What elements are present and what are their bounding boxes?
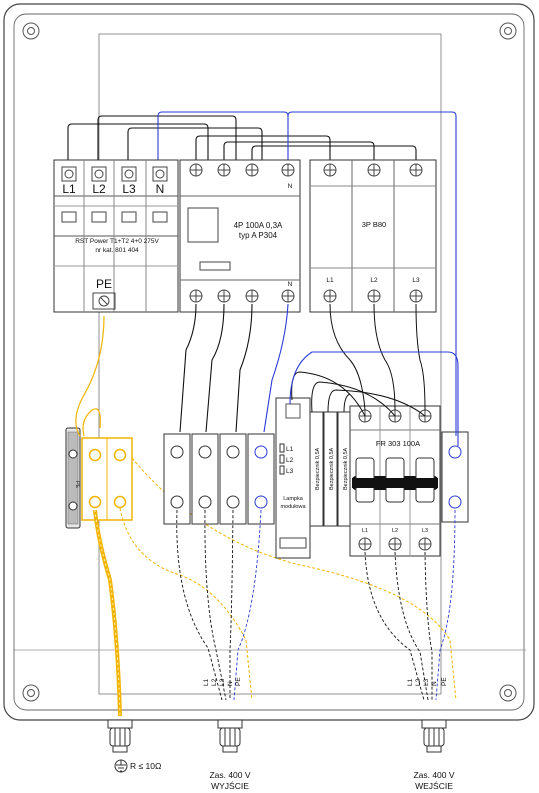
input-cable-wires [364, 551, 433, 701]
input-wire-labels: L1 L2 L3 N PE [407, 677, 448, 686]
rcd-neutral-out [263, 303, 289, 433]
output-wire-labels: L1 L2 L3 N PE [203, 677, 242, 686]
output-caption-title: WYJŚCIE [211, 780, 249, 791]
output-terminal-blocks [163, 433, 275, 525]
svg-text:L2: L2 [286, 457, 294, 464]
pe-bar: PE [65, 427, 133, 529]
input-caption-title: WEJŚCIE [415, 780, 453, 791]
enclosure [3, 3, 535, 721]
top-neutral-wiring [157, 111, 457, 172]
lamp-label-2: modułowa [280, 504, 306, 510]
earth-wire-hatch [94, 509, 121, 717]
rcd-n-top: N [288, 183, 293, 190]
top-phase-wiring [67, 115, 417, 162]
spd-pe-label: PE [96, 277, 112, 291]
output-caption-voltage: Zas. 400 V [209, 770, 250, 780]
breaker-3p-terminal-l1: L1 [326, 277, 334, 284]
output-cable-wires [176, 509, 234, 701]
cable-gland-input [421, 719, 447, 753]
indicator-lamp-module: L1 L2 L3 Lampka modułowa [275, 397, 311, 559]
svg-text:L3: L3 [286, 468, 294, 475]
breaker-3p-label: 3P B80 [362, 220, 386, 229]
rcd-breaker: N N 4P 100A 0,3A typ A P304 [179, 159, 301, 313]
spd-catalog-label: nr kat. 801 404 [95, 247, 139, 254]
input-wire-l1: L1 [407, 678, 414, 686]
pe-dashed-wiring [119, 457, 457, 701]
output-wire-l1: L1 [203, 678, 210, 686]
neutral-loop [289, 351, 459, 446]
fr-internal-wiring [291, 303, 426, 417]
breaker-3p-b80: 3P B80 L1 L2 L3 [309, 159, 437, 313]
input-wire-l3: L3 [423, 678, 430, 686]
spd-model-label: RST Power T1+T2 4+0 275V [75, 238, 159, 245]
rcd-rating-label: 4P 100A 0,3A [234, 221, 283, 230]
fr303-terminal-l2: L2 [392, 528, 398, 534]
input-wire-l2: L2 [415, 678, 422, 686]
input-caption-voltage: Zas. 400 V [413, 770, 454, 780]
pe-bar-label: PE [74, 481, 80, 489]
input-wire-n: N [431, 681, 438, 686]
rcd-screws [189, 163, 295, 303]
spd-terminal-l3: L3 [122, 182, 136, 196]
input-cable-neutral [435, 509, 456, 701]
fr303-terminal-l1: L1 [362, 528, 368, 534]
input-neutral-terminal [441, 431, 469, 523]
lamp-indicator-l3: L3 [279, 465, 294, 475]
lamp-label-1: Lampka [283, 496, 304, 502]
output-wire-l3: L3 [219, 678, 226, 686]
surge-protector: L1 L2 L3 N RST Power T1+T2 4+0 275V nr k… [53, 159, 179, 313]
breaker-3p-terminal-l3: L3 [412, 277, 420, 284]
output-cable-neutral [233, 509, 262, 701]
fuse-3-label: Bezpiecznik 0,5A [343, 447, 349, 490]
earth-symbol-icon [114, 759, 128, 773]
fuse-holders: Bezpiecznik 0,5A Bezpiecznik 0,5A Bezpie… [309, 411, 352, 527]
spd-terminal-l2: L2 [92, 182, 106, 196]
cable-gland-earth [107, 719, 133, 753]
breaker-3p-terminal-l2: L2 [370, 277, 378, 284]
fr303-label: FR 303 100A [376, 439, 420, 448]
fuse-2-label: Bezpiecznik 0,5A [329, 447, 335, 490]
fr303-terminal-l3: L3 [422, 528, 428, 534]
lamp-indicator-l1: L1 [279, 443, 294, 453]
rcd-n-bottom: N [288, 281, 293, 288]
rcd-output-wires [179, 303, 253, 433]
output-wire-l2: L2 [211, 678, 218, 686]
spd-terminal-n: N [156, 182, 165, 196]
output-wire-pe: PE [235, 677, 242, 686]
fuse-1-label: Bezpiecznik 0,5A [315, 447, 321, 490]
fr303-switch: FR 303 100A L1 L2 L3 [349, 405, 441, 557]
rcd-type-label: typ A P304 [239, 231, 278, 240]
spd-terminal-l1: L1 [62, 182, 76, 196]
output-wire-n: N [227, 681, 234, 686]
lamp-indicator-l2: L2 [279, 454, 294, 464]
pe-wiring [75, 315, 105, 437]
input-wire-pe: PE [441, 677, 448, 686]
svg-text:L1: L1 [286, 446, 294, 453]
earth-resistance-label: R ≤ 10Ω [130, 761, 161, 771]
cable-gland-output [217, 719, 243, 753]
